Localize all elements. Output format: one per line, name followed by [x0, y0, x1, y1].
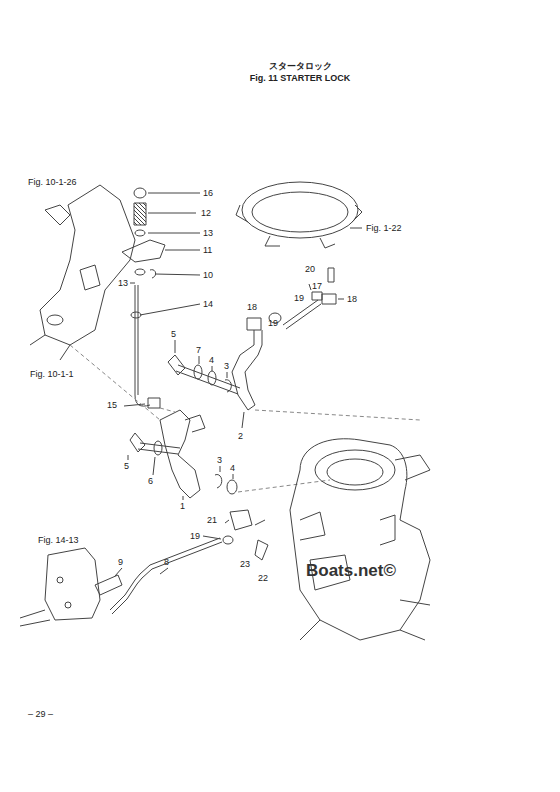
watermark: Boats.net© — [306, 562, 396, 579]
callout-number: 8 — [164, 558, 169, 567]
callout-number: 7 — [196, 346, 201, 355]
callout-number: 4 — [230, 464, 235, 473]
callout-number: 1 — [180, 502, 185, 511]
figure-reference: Fig. 1-22 — [366, 224, 402, 233]
callout-number: 18 — [247, 303, 257, 312]
callout-number: 13 — [118, 279, 128, 288]
callout-number: 14 — [203, 300, 213, 309]
figure-title: Fig. 11 STARTER LOCK — [250, 74, 350, 83]
callout-number: 22 — [258, 574, 268, 583]
callout-number: 3 — [217, 456, 222, 465]
japanese-title: スタータロック — [269, 62, 332, 71]
callout-number: 21 — [207, 516, 217, 525]
callout-number: 18 — [347, 295, 357, 304]
callout-number: 19 — [268, 319, 278, 328]
callout-number: 5 — [171, 330, 176, 339]
callout-number: 15 — [107, 401, 117, 410]
callout-number: 16 — [203, 189, 213, 198]
figure-reference: Fig. 10-1-26 — [28, 178, 77, 187]
callout-number: 19 — [190, 532, 200, 541]
callout-number: 4 — [209, 356, 214, 365]
callout-number: 12 — [201, 209, 211, 218]
page-number: – 29 – — [28, 710, 53, 719]
callout-number: 23 — [240, 560, 250, 569]
callout-number: 6 — [148, 477, 153, 486]
callout-number: 3 — [224, 362, 229, 371]
callout-number: 13 — [203, 229, 213, 238]
figure-reference: Fig. 10-1-1 — [30, 370, 74, 379]
callout-number: 5 — [124, 462, 129, 471]
callout-number: 11 — [203, 246, 212, 255]
callout-number: 9 — [118, 558, 123, 567]
callout-number: 10 — [203, 271, 213, 280]
figure-reference: Fig. 14-13 — [38, 536, 79, 545]
callout-number: 19 — [294, 294, 304, 303]
callout-number: 20 — [305, 265, 315, 274]
callout-number: 17 — [312, 282, 322, 291]
callout-number: 2 — [238, 432, 243, 441]
